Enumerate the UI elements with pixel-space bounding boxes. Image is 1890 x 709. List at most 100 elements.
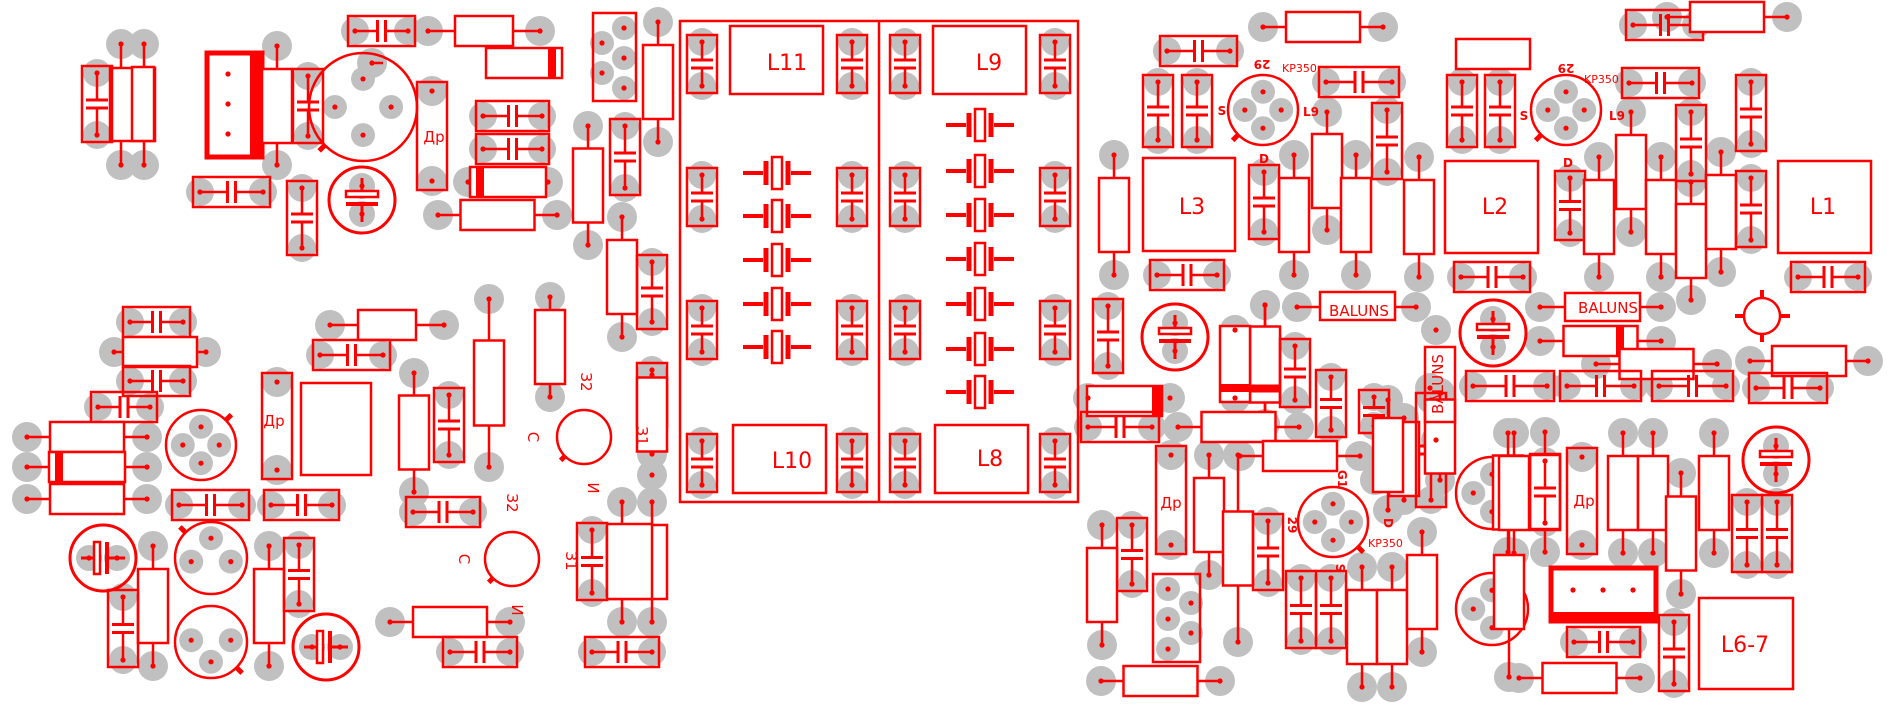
pad-hole [332, 104, 338, 110]
capacitor [1747, 371, 1829, 405]
electrolytic-capacitor [1140, 302, 1210, 372]
pad-hole [225, 71, 231, 77]
pad-hole [1232, 327, 1238, 333]
bjt-pin-label-c: И [584, 482, 602, 493]
capacitor [106, 588, 140, 669]
capacitor [262, 488, 341, 522]
crystal-body [973, 197, 987, 233]
pad-hole [1232, 395, 1238, 401]
capacitor [1180, 73, 1214, 149]
resistor [1664, 495, 1698, 572]
pad-hole [621, 25, 627, 31]
capacitor [311, 338, 392, 372]
inductor-L9 [931, 24, 1028, 96]
pad-hole [1260, 125, 1266, 131]
transistor-pin-label-s: S [1333, 564, 1347, 573]
capacitor [888, 432, 922, 494]
capacitor [685, 432, 719, 494]
capacitor [285, 179, 319, 257]
transistor-outline [1529, 73, 1603, 147]
inductor-label-L2: L2 [1482, 195, 1508, 220]
inductor-label-L8: L8 [977, 447, 1003, 472]
pad-hole [1348, 519, 1354, 525]
pad-hole [1188, 600, 1194, 606]
capacitor [1148, 258, 1226, 292]
electrolytic-capacitor [1458, 298, 1528, 368]
electrolytic-capacitor [327, 165, 397, 235]
bjt-pin-label-e: З2 [577, 372, 595, 391]
connector [591, 11, 638, 103]
transistor-pin-label-g1: L9 [1609, 109, 1625, 123]
transformer-core [299, 381, 373, 477]
pad-hole [1630, 587, 1636, 593]
capacitor [291, 67, 325, 145]
resistor [1310, 132, 1344, 210]
bjt-pin-label-b: С [455, 554, 473, 564]
pad-hole [216, 442, 222, 448]
crystal-body [770, 329, 784, 365]
regulator-tab [250, 53, 262, 157]
resistor [1770, 344, 1848, 378]
inductor-label-L10: L10 [772, 449, 812, 474]
pad-hole [429, 88, 435, 94]
capacitor [1452, 260, 1532, 294]
resistor [1200, 410, 1277, 444]
capacitor [1038, 432, 1072, 494]
pad-hole [1563, 125, 1569, 131]
choke [415, 80, 449, 192]
resistor [397, 394, 431, 471]
pad-hole [1579, 454, 1585, 460]
resistor [1192, 476, 1226, 554]
capacitor [1464, 369, 1556, 403]
pad-hole [1165, 616, 1171, 622]
electrolytic-capacitor [291, 612, 361, 682]
crystal-body [770, 242, 784, 278]
pad-hole [1312, 519, 1318, 525]
choke [1154, 444, 1188, 556]
transistor-pin-label-s: S [1218, 104, 1227, 118]
resistor [605, 238, 639, 316]
capacitor-plate [344, 189, 380, 199]
pad-hole [621, 55, 627, 61]
resistor [356, 308, 418, 342]
crystal-body [973, 153, 987, 189]
pad-hole [621, 85, 627, 91]
inductor-label-L1: L1 [1810, 195, 1836, 220]
pad-hole [1570, 587, 1576, 593]
resistor [1704, 173, 1738, 251]
pad-hole [188, 637, 194, 643]
resistor [1345, 588, 1379, 666]
regulator-tab [1551, 612, 1656, 621]
resistor [472, 339, 506, 427]
resistor [1541, 661, 1618, 695]
resistor [252, 567, 286, 645]
resistor [1221, 510, 1255, 587]
capacitor [1317, 65, 1401, 99]
resistor [1454, 37, 1532, 71]
capacitor [1657, 613, 1691, 693]
capacitor-plate [1475, 322, 1511, 332]
pad-hole [1579, 542, 1585, 548]
pad-hole [1545, 107, 1551, 113]
pad-hole [1330, 501, 1336, 507]
crystal-body [973, 331, 987, 367]
capacitor [888, 299, 922, 361]
pad-hole [1470, 606, 1476, 612]
resistor [1606, 454, 1640, 532]
capacitor [1789, 260, 1867, 294]
pad-hole [1278, 107, 1284, 113]
pad-hole [649, 472, 655, 478]
resistor [1614, 133, 1648, 211]
pad-hole [1242, 107, 1248, 113]
transistor-tab [558, 454, 567, 463]
transistor-outline [1454, 571, 1530, 647]
transistor-outline [483, 530, 541, 588]
capacitor [1565, 625, 1642, 659]
inductor-L3 [1141, 156, 1237, 253]
pad-hole [1433, 437, 1439, 443]
inductor-L10 [731, 423, 828, 495]
resistor [533, 308, 567, 386]
transistor-outline [1296, 485, 1370, 559]
inductor-label-L11: L11 [767, 51, 807, 76]
resistor [453, 14, 515, 48]
